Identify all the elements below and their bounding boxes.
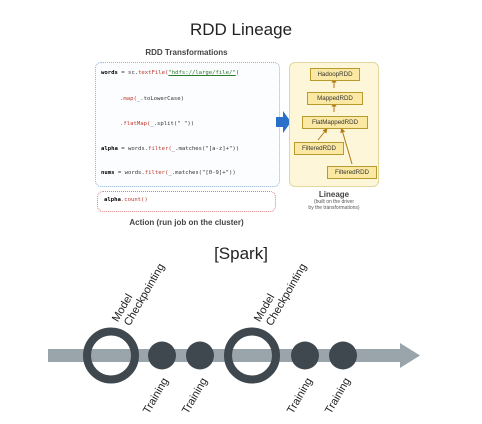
lineage-node-mappedrdd: MappedRDD	[307, 92, 363, 105]
lineage-panel: HadoopRDD MappedRDD FlatMappedRDD Filter…	[289, 62, 379, 187]
checkpoint-ring	[83, 327, 139, 384]
right-arrow-icon	[276, 111, 291, 133]
lineage-node-hadooprdd: HadoopRDD	[310, 68, 360, 81]
training-node	[291, 341, 319, 370]
training-node	[148, 341, 176, 370]
transformations-heading: RDD Transformations	[145, 48, 228, 57]
code-line-nums: nums = words.filter(_.matches("[0-9]+"))	[101, 170, 236, 176]
diagram-title: RDD Lineage	[189, 20, 293, 39]
code-line-flatmap: .flatMap(_.split(" "))	[120, 121, 195, 127]
code-line-action: alpha.count()	[104, 197, 148, 203]
lineage-caption: Lineage	[318, 190, 350, 199]
lineage-edge	[340, 127, 353, 165]
lineage-edge	[317, 128, 328, 141]
lineage-node-filteredrdd: FilteredRDD	[327, 166, 377, 179]
training-node	[186, 341, 214, 370]
code-line-map: .map(_.toLowerCase)	[120, 96, 184, 102]
spark-label: [Spark]	[214, 244, 268, 263]
transformations-code-box	[95, 62, 280, 187]
training-timeline	[48, 327, 420, 384]
timeline-arrowhead-icon	[400, 343, 420, 368]
lineage-node-flatmappedrdd: FlatMappedRDD	[302, 116, 368, 129]
lineage-arrows	[317, 77, 353, 165]
code-line-alpha: alpha = words.filter(_.matches("[a-z]+")…	[101, 146, 240, 152]
code-line-words: words = sc.textFile("hdfs://large/file/"…	[101, 70, 240, 76]
action-caption: Action (run job on the cluster)	[129, 218, 244, 227]
training-node	[329, 341, 357, 370]
checkpoint-ring	[224, 327, 280, 384]
lineage-node-filteredrdd: FilteredRDD	[294, 142, 344, 155]
action-code-box	[97, 191, 276, 212]
